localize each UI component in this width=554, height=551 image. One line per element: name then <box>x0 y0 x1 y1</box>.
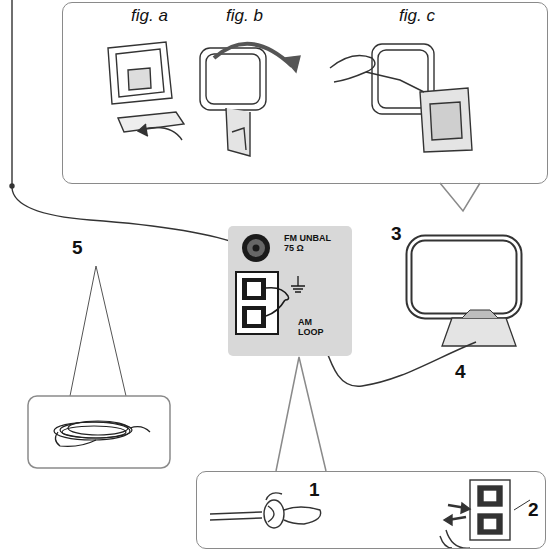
fm-wire-antenna <box>54 421 150 446</box>
terminal-drawing <box>247 282 261 296</box>
fig-a-illustration <box>118 112 184 132</box>
wire-twist-illustration <box>210 518 262 520</box>
fig-a-illustration <box>108 42 184 140</box>
wire-twist-illustration <box>284 507 321 524</box>
terminal-press-illustration <box>440 536 452 548</box>
fm-wire-antenna <box>55 432 96 446</box>
callout-pointer <box>70 266 96 396</box>
am-loop-antenna <box>462 310 498 318</box>
am-loop-antenna <box>442 318 516 346</box>
fig-c-illustration <box>420 88 472 152</box>
terminal-drawing <box>242 234 270 262</box>
fig-b-illustration <box>284 56 300 72</box>
terminal-press-illustration <box>478 486 502 506</box>
fm-wire-antenna <box>130 427 150 432</box>
wire-twist-illustration <box>210 512 262 514</box>
fm-wire-antenna <box>62 426 126 438</box>
callout-number: 1 <box>309 480 320 501</box>
wire-twist-illustration <box>266 493 282 500</box>
terminal-drawing <box>242 306 266 328</box>
terminal-press-illustration <box>514 500 530 510</box>
wire-twist-illustration <box>210 493 321 528</box>
callout-number: 4 <box>455 362 466 383</box>
fm-antenna-lead <box>10 0 244 246</box>
callout-number: 5 <box>72 238 83 259</box>
wire-box <box>28 396 170 468</box>
wire-twist-illustration <box>264 500 284 528</box>
callout-number: 3 <box>391 224 402 245</box>
terminal-press-illustration <box>440 480 530 548</box>
figure-panel: fig. a fig. b fig. c <box>62 2 548 184</box>
wire-twist-illustration <box>268 506 274 522</box>
terminal-press-illustration <box>446 530 470 548</box>
fig-c-illustration <box>330 56 375 82</box>
fm-wire-antenna <box>60 422 132 438</box>
fig-a-illustration <box>128 68 151 90</box>
terminal-label: FM UNBAL 75 Ω <box>284 234 334 254</box>
fig-b-illustration <box>200 44 300 156</box>
terminal-press-illustration <box>461 503 470 513</box>
figure-label: fig. a <box>131 7 168 26</box>
fm-antenna-lead <box>10 184 14 188</box>
terminal-press-illustration <box>444 515 452 525</box>
fig-b-illustration <box>232 128 246 150</box>
figure-label: fig. c <box>399 7 435 26</box>
terminal-drawing <box>266 288 289 300</box>
terminal-press-illustration <box>483 518 497 530</box>
fm-antenna-lead <box>12 0 244 246</box>
terminal-drawing <box>236 272 278 334</box>
callout-pointer <box>276 357 326 471</box>
fm-wire-antenna <box>54 422 130 440</box>
terminal-drawing <box>253 245 260 252</box>
terminal-press-illustration <box>470 480 510 540</box>
figure-label: fig. b <box>226 7 263 26</box>
fig-b-illustration <box>226 108 250 156</box>
callout-number: 2 <box>528 500 539 521</box>
am-loop-antenna <box>409 238 519 346</box>
am-loop-antenna <box>409 238 519 316</box>
callout-pointer <box>70 266 126 396</box>
fig-b-illustration <box>206 54 260 104</box>
fig-a-illustration <box>116 49 164 97</box>
terminal-drawing <box>266 300 285 316</box>
terminal-drawing <box>247 310 261 324</box>
fig-b-illustration <box>214 44 292 66</box>
antenna-terminal-panel: FM UNBAL 75 Ω AM LOOP <box>228 226 352 356</box>
terminal-press-illustration <box>483 490 497 502</box>
terminal-drawing <box>242 278 266 300</box>
fig-c-illustration <box>366 72 424 92</box>
callout-pointer <box>440 183 480 211</box>
am-loop-antenna <box>409 238 519 316</box>
terminal-press-illustration <box>478 514 502 534</box>
fig-c-illustration <box>330 44 472 152</box>
terminal-label: AM LOOP <box>298 318 338 338</box>
terminal-drawing <box>291 276 305 292</box>
fig-a-illustration <box>138 124 148 136</box>
fig-c-illustration <box>430 102 462 140</box>
terminal-drawing <box>247 239 265 257</box>
fig-a-illustration <box>108 42 172 104</box>
callout-pointer <box>96 266 126 396</box>
instruction-panel: 12 <box>196 471 546 549</box>
fig-b-illustration <box>200 48 266 110</box>
